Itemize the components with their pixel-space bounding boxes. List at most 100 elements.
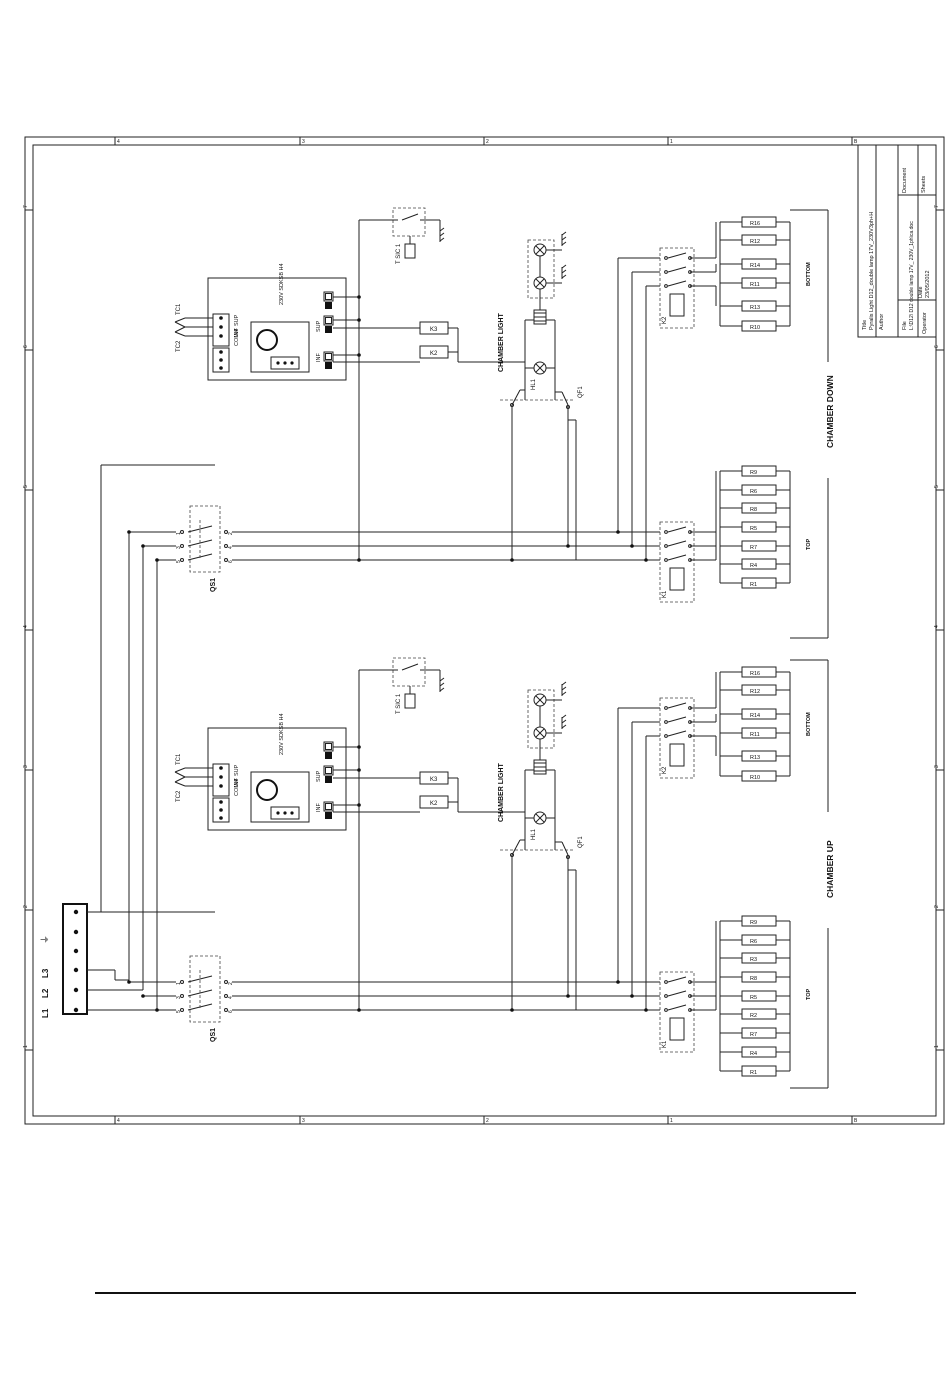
frame-number-top: 4 [117, 139, 120, 145]
resistor-label: R12 [750, 239, 760, 245]
file-value: L:\D12\ D12 double lamp 17V_ 230V_1ph\ca… [909, 221, 915, 330]
chamber-label: CHAMBER DOWN [825, 375, 835, 448]
ground-icon [561, 714, 567, 729]
frame-number-left: 2 [23, 905, 29, 908]
inner-frame [32, 144, 937, 1117]
controller-out-sup: SUP [316, 770, 322, 782]
breaker-pin: 1 [176, 982, 182, 985]
contactor-label: K2 [662, 766, 668, 774]
coil-k2: K2 [430, 351, 438, 357]
frame-number-right: 1 [934, 1045, 940, 1048]
resistor-label: R3 [750, 957, 757, 963]
safety-label: T SIC 1 [396, 243, 402, 264]
resistor-label: R4 [750, 563, 757, 569]
title-value: Pyralis Light D12_double lamp 17V_230V3p… [869, 212, 875, 330]
thermocouple-tc1: TC1 [176, 303, 182, 315]
resistor-label: R13 [750, 305, 760, 311]
resistor-label: R1 [750, 582, 757, 588]
frame-number-right: 5 [934, 485, 940, 488]
breaker-pin: 3 [176, 996, 182, 999]
document-label: Document [902, 167, 908, 193]
frame-number-bottom: 1 [670, 1118, 673, 1124]
controller-model: 230V SDKSB H4 [279, 713, 285, 755]
resistor-label: R14 [750, 263, 760, 269]
breaker-pin: 6 [228, 1010, 234, 1013]
sheets-label: Sheets [921, 176, 927, 193]
chamber-label: CHAMBER UP [825, 840, 835, 898]
resistor-label: R12 [750, 689, 760, 695]
thermocouple-tc2: TC2 [176, 790, 182, 802]
date-label: Date [918, 286, 924, 298]
breaker-pin: 1 [176, 532, 182, 535]
resistor-label: R13 [750, 755, 760, 761]
frame-number-right: 6 [934, 345, 940, 348]
breaker-pin: 5 [176, 1010, 182, 1013]
frame-number-right: 7 [934, 205, 940, 208]
chamber-bracket: CHAMBER UP [790, 659, 835, 1089]
lamp-switch-label: QF1 [578, 386, 584, 398]
resistor-label: R2 [750, 1013, 757, 1019]
top-label: TOP [806, 538, 812, 550]
resistor-label: R6 [750, 489, 757, 495]
controller-terminal-inf: INF [234, 328, 240, 338]
bottom-label: BOTTOM [806, 712, 812, 736]
resistor-label: R16 [750, 671, 760, 677]
thermocouple-tc2: TC2 [176, 340, 182, 352]
resistor-label: R9 [750, 920, 757, 926]
breaker-pin: 2 [228, 532, 234, 535]
resistor-label: R4 [750, 1051, 757, 1057]
coil-k3: K3 [430, 327, 438, 333]
breaker-pin: 4 [228, 996, 234, 999]
ground-icon [561, 264, 567, 279]
resistor-label: R14 [750, 713, 760, 719]
breaker-pin: 4 [228, 546, 234, 549]
resistor-label: R11 [750, 732, 760, 738]
frame-number-left: 3 [23, 765, 29, 768]
breaker-label: QS1 [210, 1028, 217, 1042]
chamber-light-label: CHAMBER LIGHT [498, 763, 505, 822]
frame-number-right: 4 [934, 625, 940, 628]
resistor-label: R10 [750, 775, 760, 781]
controller-out-sup: SUP [316, 320, 322, 332]
frame-number-top: 3 [302, 139, 305, 145]
title-label: Title [862, 320, 868, 330]
resistor-label: R11 [750, 282, 760, 288]
frame-number-top: 1 [670, 139, 673, 145]
ground-icon [439, 677, 445, 692]
controller-terminal-comm: COMM [234, 778, 240, 796]
lamp-label: HL1 [531, 828, 537, 840]
title-block: Title Pyralis Light D12_double lamp 17V_… [857, 144, 937, 338]
frame-number-bottom: 4 [117, 1118, 120, 1124]
frame-number-left: 7 [23, 205, 29, 208]
safety-label: T SIC 1 [396, 693, 402, 714]
main-bus [87, 464, 215, 1011]
resistor-label: R6 [750, 939, 757, 945]
controller-out-inf: INF [316, 353, 322, 363]
frame-number-top: 2 [486, 139, 489, 145]
chamber-light-label: CHAMBER LIGHT [498, 313, 505, 372]
bottom-label: BOTTOM [806, 262, 812, 286]
resistor-label: R5 [750, 526, 757, 532]
frame-number-right: 2 [934, 905, 940, 908]
breaker-pin: 6 [228, 560, 234, 563]
temperature-controller: 230V SDKSB H4SUPINFRTCBuzzerSUPINFCOMMTC… [174, 713, 420, 831]
frame-number-left: 6 [23, 345, 29, 348]
controller-terminal-sup: SUP [234, 314, 240, 326]
lamp-switch-label: QF1 [578, 836, 584, 848]
coil-k3: K3 [430, 777, 438, 783]
frame-number-left: 5 [23, 485, 29, 488]
contactor-label: K1 [662, 1040, 668, 1048]
frame-number-right: 3 [934, 765, 940, 768]
resistor-label: R16 [750, 221, 760, 227]
breaker-pin: 5 [176, 560, 182, 563]
supply-terminal-l2: L2 [41, 988, 50, 998]
resistor-label: R7 [750, 1032, 757, 1038]
frame-number-bottom: B [854, 1118, 858, 1124]
